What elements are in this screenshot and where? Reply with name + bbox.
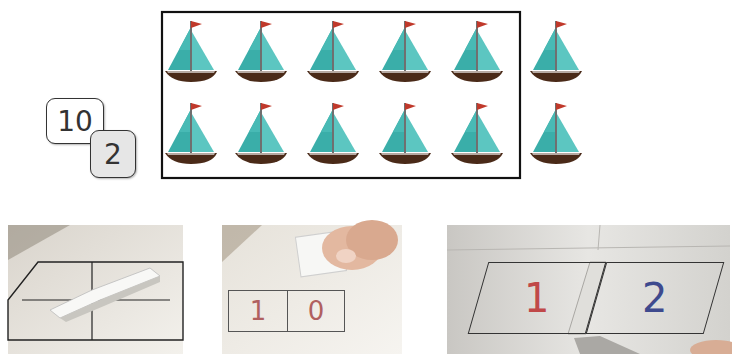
photo-number-cards (222, 220, 402, 354)
handwritten-cell: 1 (228, 290, 288, 332)
handwritten-cell: 2 (586, 262, 725, 334)
digit-text: 2 (642, 275, 667, 321)
digit-text: 1 (524, 275, 549, 321)
photo-folded-card (447, 225, 732, 354)
digit-text: 0 (308, 296, 325, 326)
ten-frame (162, 12, 520, 178)
digit-text: 10 (57, 105, 93, 138)
handwritten-cell: 0 (287, 290, 345, 332)
photo-flap-card (8, 225, 183, 354)
handwritten-cell: 1 (468, 262, 607, 334)
digit-text: 2 (104, 138, 122, 171)
digit-text: 1 (250, 296, 267, 326)
sailboats (165, 21, 582, 164)
number-card: 2 (90, 130, 136, 178)
